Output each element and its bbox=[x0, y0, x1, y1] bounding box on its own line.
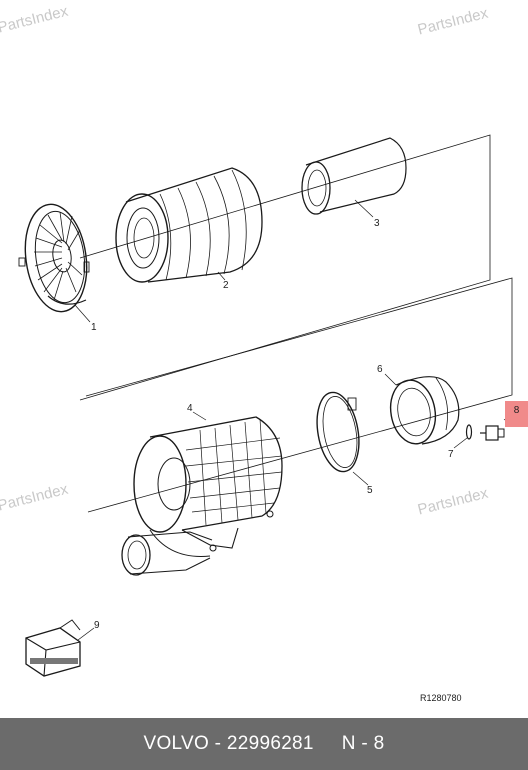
part-8-sensor bbox=[480, 425, 505, 441]
callout-6: 6 bbox=[377, 364, 383, 375]
callout-8-highlight[interactable]: 8 bbox=[505, 401, 528, 427]
exploded-parts-diagram: 1 2 3 4 5 6 7 9 bbox=[18, 134, 513, 677]
part-5-clamp bbox=[316, 391, 360, 473]
part-6-outlet-elbow bbox=[389, 376, 460, 445]
part-4-inlet-duct bbox=[121, 531, 213, 576]
part-1-cover bbox=[18, 203, 90, 313]
part-info-footer: VOLVO - 22996281 N - 8 bbox=[0, 718, 528, 770]
callout-4: 4 bbox=[187, 403, 193, 414]
footer-part-number: 22996281 bbox=[226, 733, 314, 754]
part-7-seal bbox=[465, 424, 473, 440]
callout-7: 7 bbox=[448, 449, 454, 460]
callout-2: 2 bbox=[223, 280, 229, 291]
footer-position: N - 8 bbox=[341, 733, 385, 754]
part-9-box bbox=[25, 619, 81, 677]
callout-5: 5 bbox=[367, 485, 373, 496]
lower-assembly-outline bbox=[85, 277, 513, 513]
callout-9: 9 bbox=[94, 620, 100, 631]
callout-1: 1 bbox=[91, 322, 97, 333]
callout-3: 3 bbox=[374, 218, 380, 229]
footer-brand: VOLVO bbox=[143, 733, 210, 754]
part-3-safety-element bbox=[301, 137, 407, 215]
part-2-filter-element bbox=[115, 167, 263, 283]
reference-code: R1280780 bbox=[420, 693, 462, 703]
part-4-housing bbox=[133, 416, 283, 557]
footer-separator: - bbox=[209, 733, 227, 754]
upper-assembly-outline bbox=[79, 134, 491, 401]
